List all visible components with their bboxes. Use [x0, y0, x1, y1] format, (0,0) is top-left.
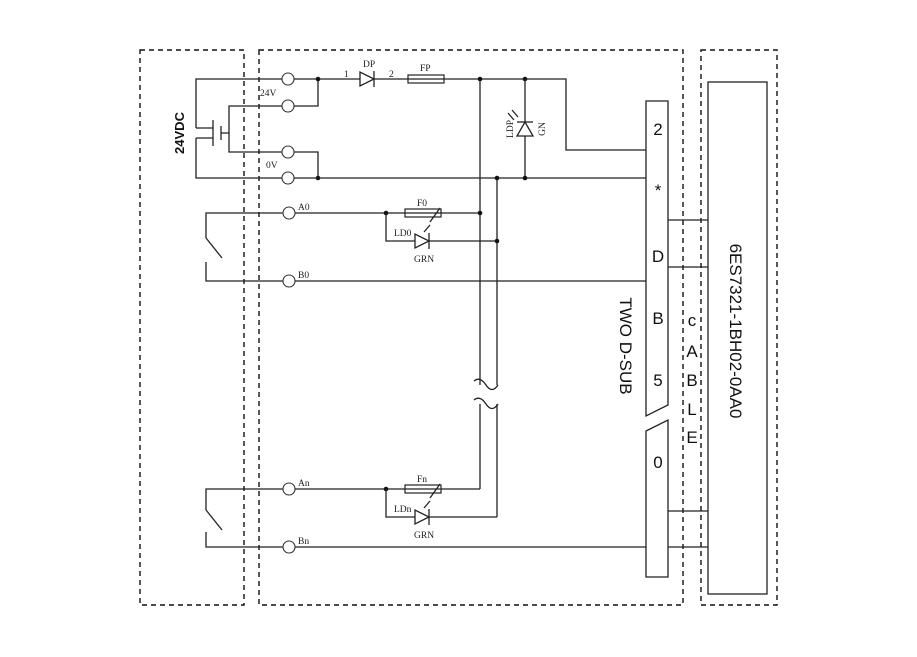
terminal-bn-label: Bn — [298, 537, 309, 547]
led-ld0-label: LD0 — [394, 229, 412, 239]
terminal-circle — [281, 99, 295, 113]
terminal-circle — [281, 72, 295, 86]
supply-minus-label: 0V — [266, 161, 278, 171]
switch-0 — [205, 212, 283, 282]
led-ldn-label: LDn — [394, 505, 412, 515]
led-ld0-icon — [414, 224, 431, 250]
module-body — [707, 81, 768, 595]
status-fuse-label: FP — [420, 64, 431, 74]
terminal-circle — [282, 274, 296, 288]
switch-n — [205, 488, 283, 548]
dsub-pin-0: 0 — [653, 453, 662, 472]
terminal-circle — [281, 171, 295, 185]
terminal-circle — [281, 145, 295, 159]
led-ld0-color: GRN — [414, 255, 434, 265]
dsub-lower-body — [645, 418, 669, 578]
terminal-circle — [282, 540, 296, 554]
module-part-number: 6ES7321-1BH02-0AA0 — [726, 244, 745, 419]
cable-module-boundary — [700, 49, 778, 606]
dsub-pin-5: 5 — [653, 371, 662, 390]
dsub-upper-body — [645, 100, 669, 418]
terminal-circle — [282, 206, 296, 220]
supply-voltage-label: 24VDC — [172, 111, 187, 154]
dsub-pin-b: B — [652, 309, 663, 328]
supply-links — [294, 78, 360, 178]
fuse-f0-label: F0 — [417, 199, 427, 209]
cable-letter-e: E — [686, 428, 697, 447]
dsub-pin-d: D — [652, 247, 664, 266]
cable-letter-b: B — [686, 371, 697, 390]
cable-lines — [668, 219, 708, 548]
led-ldn-icon — [414, 500, 431, 526]
terminal-an-label: An — [298, 479, 310, 489]
cable-letter-a: A — [686, 342, 698, 361]
status-diode-label: DP — [363, 60, 375, 70]
status-led-label: LDP — [506, 120, 516, 138]
cable-letter-l: L — [687, 400, 696, 419]
supply-plus-label: 24V — [260, 89, 277, 99]
fuse-fn-label: Fn — [417, 475, 427, 485]
bus-lines — [473, 79, 499, 517]
power-supply-boundary — [139, 49, 245, 606]
dsub-pin-2: 2 — [653, 120, 662, 139]
status-diode-icon — [359, 70, 376, 88]
led-ldn-color: GRN — [414, 531, 434, 541]
status-led-color: GN — [538, 122, 548, 136]
terminal-circle — [282, 482, 296, 496]
cable-letter-c: c — [688, 311, 697, 330]
dsub-title: TWO D-SUB — [616, 297, 635, 394]
terminal-a0-label: A0 — [298, 203, 310, 213]
power-supply — [195, 78, 288, 179]
status-diode-pin1: 1 — [344, 70, 349, 80]
terminal-b0-label: B0 — [298, 271, 309, 281]
field-wiring-boundary — [258, 49, 684, 606]
dsub-pin-star: * — [655, 181, 662, 200]
status-diode-pin2: 2 — [389, 70, 394, 80]
